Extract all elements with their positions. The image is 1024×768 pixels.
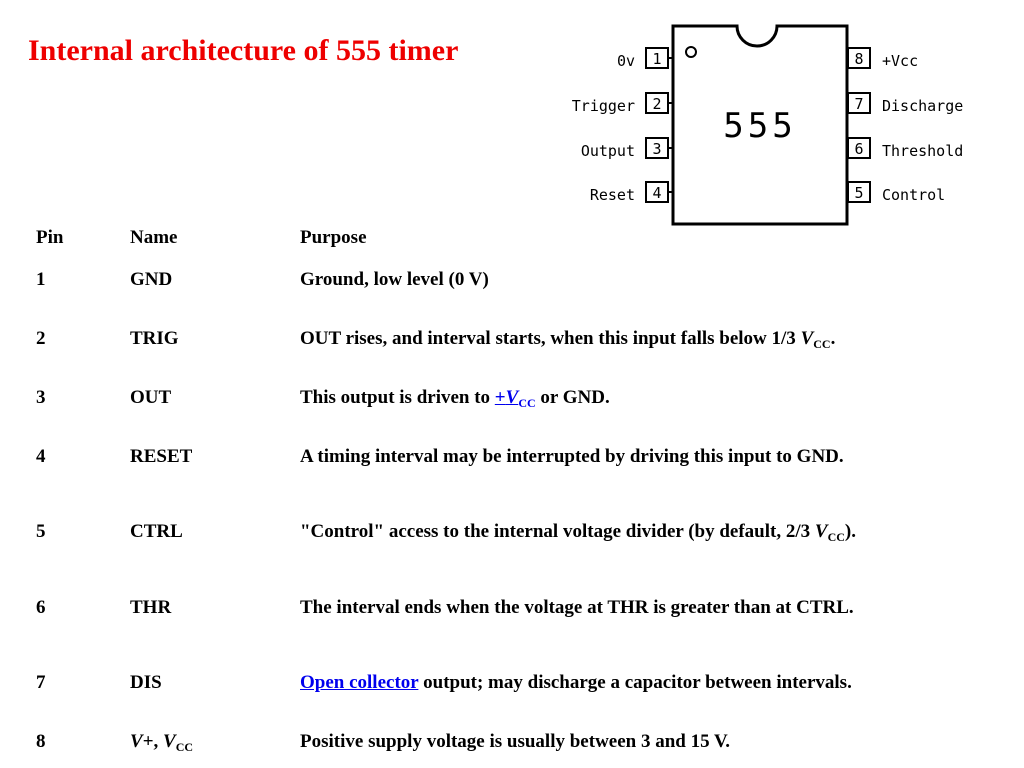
pin-5-number: 5 [854,184,863,202]
pin-4-name: Reset [590,186,635,204]
pin-2-name: Trigger [572,97,635,115]
header-purpose: Purpose [300,227,367,248]
pin-4: 4 Reset [590,181,673,204]
pin-1-name: 0v [617,52,635,70]
pin-7: 7 Discharge [847,92,963,115]
row-8-name: V+, VCC [130,731,194,754]
pin-6-number: 6 [854,140,863,158]
row-5-name: CTRL [130,521,183,542]
row-1-name: GND [130,269,173,290]
pin-1-number: 1 [652,50,661,68]
row-1-pin: 1 [36,269,46,290]
open-collector-link[interactable]: Open collector [300,672,419,693]
row-7-purpose: Open collector output; may discharge a c… [300,672,852,693]
row-8-purpose: Positive supply voltage is usually betwe… [300,731,731,752]
page-title: Internal architecture of 555 timer [28,34,459,67]
row-7-name: DIS [130,672,162,693]
pin-4-number: 4 [652,184,661,202]
row-7-pin: 7 [36,672,46,693]
pin-7-name: Discharge [882,97,963,115]
pin-7-number: 7 [854,95,863,113]
pin-5-name: Control [882,186,945,204]
pin-6-name: Threshold [882,142,963,160]
row-6-purpose: The interval ends when the voltage at TH… [300,597,854,618]
pin-8: 8 +Vcc [847,47,918,70]
pin-2: 2 Trigger [572,92,673,115]
row-2-purpose: OUT rises, and interval starts, when thi… [300,328,836,351]
row-5-purpose: "Control" access to the internal voltage… [300,521,856,544]
pin-3-name: Output [581,142,635,160]
chip-body [671,24,849,226]
pin-3-number: 3 [652,140,661,158]
ic-555-pinout-diagram: 555 1 0v 2 Trigger 3 Output 4 Reset [540,22,1010,232]
pin-1: 1 0v [617,47,673,70]
pin-6: 6 Threshold [847,137,963,160]
header-name: Name [130,227,178,248]
header-pin: Pin [36,227,64,248]
row-3-purpose: This output is driven to +VCC or GND. [300,387,610,410]
row-6-name: THR [130,597,172,618]
pin-3: 3 Output [581,137,673,160]
row-2-name: TRIG [130,328,179,349]
row-3-name: OUT [130,387,172,408]
pin1-dot-marker [685,46,697,58]
row-3-pin: 3 [36,387,46,408]
pin-8-name: +Vcc [882,52,918,70]
vcc-link[interactable]: +VCC [494,387,536,410]
row-4-name: RESET [130,446,193,467]
row-5-pin: 5 [36,521,46,542]
pin-5: 5 Control [847,181,945,204]
row-2-pin: 2 [36,328,46,349]
row-8-pin: 8 [36,731,46,752]
pin-8-number: 8 [854,50,863,68]
chip-label: 555 [723,106,796,146]
row-1-purpose: Ground, low level (0 V) [300,269,489,290]
pin-2-number: 2 [652,95,661,113]
row-6-pin: 6 [36,597,46,618]
row-4-pin: 4 [36,446,46,467]
row-4-purpose: A timing interval may be interrupted by … [300,446,844,467]
